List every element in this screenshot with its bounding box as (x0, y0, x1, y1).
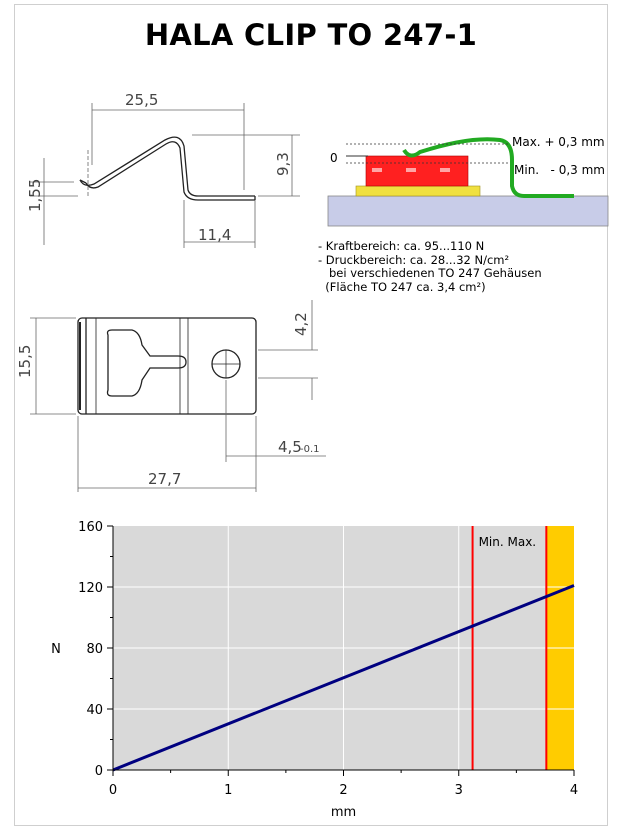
dim-height-left: 1,55 (26, 179, 44, 212)
to247-housing (365, 155, 469, 187)
dim-hole-offset: 4,2 (292, 312, 310, 336)
y-tick-label: 160 (78, 520, 103, 535)
tolerance-zero-label: 0 (330, 151, 338, 165)
base-plate (327, 195, 609, 227)
tolerance-max-label: Max. + 0,3 mm (512, 135, 605, 149)
note-line: - Druckbereich: ca. 28...32 N/cm² (318, 252, 510, 267)
dim-width-top: 25,5 (125, 91, 158, 109)
dim-plate-width: 27,7 (148, 470, 181, 488)
x-tick-label: 2 (339, 783, 347, 798)
dim-height-right: 9,3 (274, 152, 292, 176)
technical-drawing: 25,5 1,55 9,3 11,4 15,5 4,2 4,5 -0.1 27,… (16, 91, 609, 492)
clip-profile (402, 137, 574, 198)
y-tick-label: 0 (95, 764, 103, 779)
dim-plate-height: 15,5 (16, 345, 34, 378)
clip-top-dimensions (30, 300, 326, 492)
page-title: HALA CLIP TO 247-1 (144, 18, 478, 52)
tolerance-min-label: Min. - 0,3 mm (514, 163, 605, 177)
clip-side-view (79, 136, 256, 201)
clip-top-view (77, 317, 257, 415)
x-tick-label: 1 (224, 783, 232, 798)
note-line: bei verschiedenen TO 247 Gehäusen (318, 266, 542, 281)
tolerance-diagram (327, 137, 609, 227)
x-tick-label: 3 (455, 783, 463, 798)
page-frame (14, 4, 608, 826)
x-axis-label: mm (331, 805, 356, 820)
dim-hole-tol: -0.1 (300, 444, 320, 455)
clip-side-dimensions (30, 103, 300, 248)
y-tick-label: 120 (78, 581, 103, 596)
x-tick-label: 4 (570, 783, 578, 798)
y-axis-label: N (51, 642, 61, 657)
dim-foot: 11,4 (198, 226, 231, 244)
y-tick-label: 80 (86, 642, 103, 657)
spec-notes: - Kraftbereich: ca. 95...110 N- Druckber… (318, 239, 542, 294)
x-tick-label: 0 (109, 783, 117, 798)
dim-hole-dia: 4,5 (278, 438, 302, 456)
marker-label: Min. Max. (479, 535, 537, 549)
note-line: (Fläche TO 247 ca. 3,4 cm²) (318, 279, 486, 294)
note-line: - Kraftbereich: ca. 95...110 N (318, 239, 485, 253)
y-tick-label: 40 (86, 703, 103, 718)
series-line (112, 584, 575, 772)
